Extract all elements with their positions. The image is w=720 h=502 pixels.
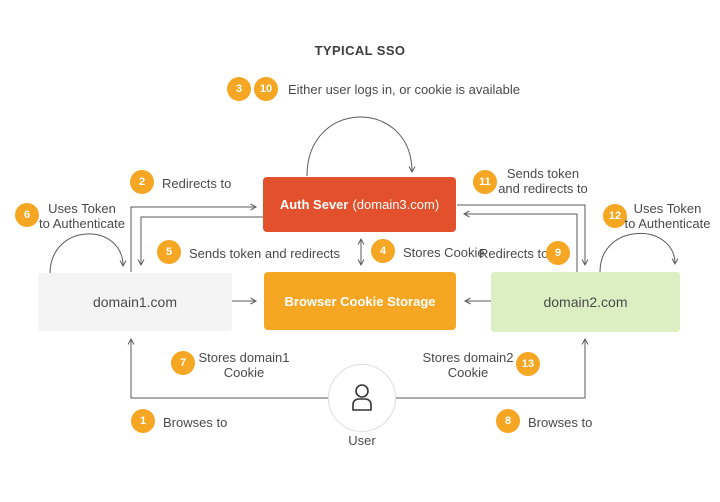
user-node <box>328 364 396 432</box>
label-browses-to-left: Browses to <box>163 415 228 430</box>
browser-cookie-storage-box: Browser Cookie Storage <box>264 272 456 330</box>
step-badge-10: 10 <box>254 77 278 101</box>
label-stores-domain2: Stores domain2 Cookie <box>422 350 514 380</box>
auth-server-name: Auth Sever <box>279 197 349 212</box>
auth-to-domain1-arrow <box>137 216 263 267</box>
step-badge-1: 1 <box>131 409 155 433</box>
step-badge-7: 7 <box>171 351 195 375</box>
user-to-domain2-arrow <box>396 337 589 399</box>
user-label: User <box>348 433 376 448</box>
step-badge-9: 9 <box>546 241 570 265</box>
page-title: TYPICAL SSO <box>314 43 406 58</box>
label-sends-token-redirects-to: Sends token and redirects to <box>498 166 588 196</box>
label-redirects-to-right: Redirects to <box>479 246 549 261</box>
auth-server-box: Auth Sever(domain3.com) <box>263 177 456 232</box>
domain1-box: domain1.com <box>38 273 232 331</box>
label-browses-to-right: Browses to <box>528 415 593 430</box>
label-sends-token-redirects: Sends token and redirects <box>189 246 341 261</box>
domain1-to-auth-arrow <box>130 203 258 272</box>
label-redirects-to-left: Redirects to <box>162 176 232 191</box>
step-badge-5: 5 <box>157 240 181 264</box>
step-badge-4: 4 <box>371 239 395 263</box>
step-badge-13: 13 <box>516 352 540 376</box>
auth-self-loop-arrow <box>306 116 416 177</box>
domain2-box: domain2.com <box>491 272 680 332</box>
domain2-to-auth-arrow <box>462 210 578 272</box>
auth-server-domain: (domain3.com) <box>352 197 440 212</box>
label-stores-cookie: Stores Cookie <box>403 245 485 260</box>
label-uses-token-right: Uses Token to Authenticate <box>624 201 711 231</box>
label-uses-token-left: Uses Token to Authenticate <box>38 201 125 231</box>
step-badge-3: 3 <box>227 77 251 101</box>
step-badge-2: 2 <box>130 170 154 194</box>
auth-to-domain2-arrow <box>457 204 589 267</box>
label-login: Either user logs in, or cookie is availa… <box>288 82 520 97</box>
step-badge-6: 6 <box>15 203 39 227</box>
step-badge-8: 8 <box>496 409 520 433</box>
step-badge-11: 11 <box>473 170 497 194</box>
user-icon <box>352 384 372 411</box>
domain2-self-loop-arrow <box>599 232 679 273</box>
user-to-domain1-arrow <box>127 337 328 399</box>
step-badge-12: 12 <box>603 204 627 228</box>
label-stores-domain1: Stores domain1 Cookie <box>198 350 290 380</box>
domain1-self-loop-arrow <box>49 233 127 275</box>
